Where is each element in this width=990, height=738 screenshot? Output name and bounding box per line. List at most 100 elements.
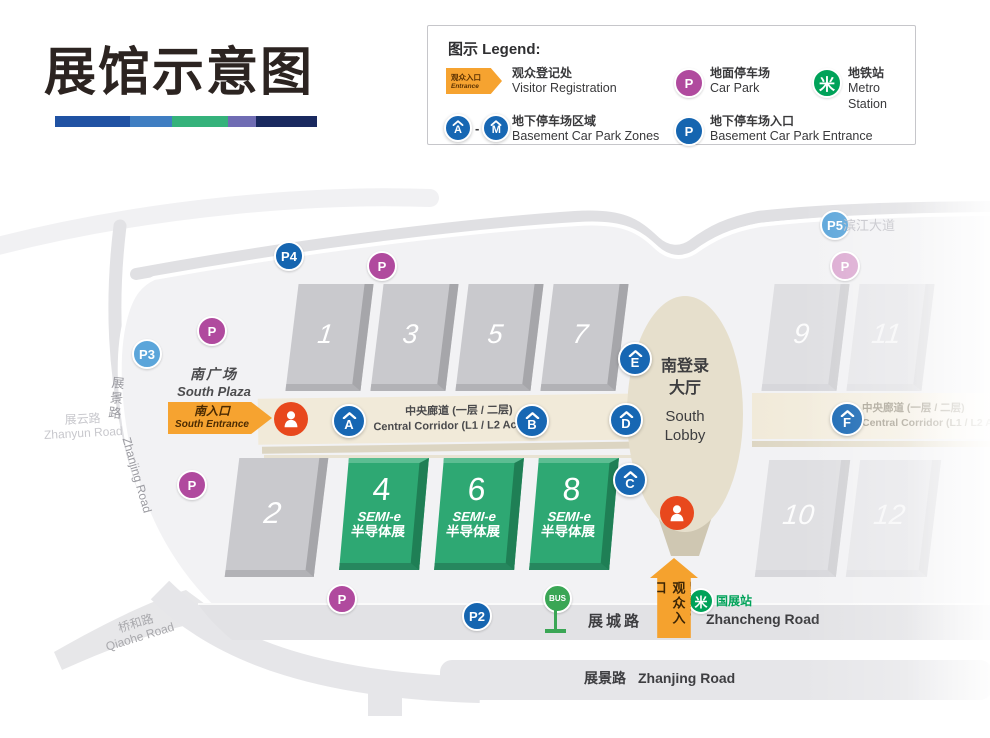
- up-caret-icon: [490, 120, 502, 126]
- parking-p2-badge: P2: [462, 601, 492, 631]
- legend-label-zh: 地铁站: [848, 66, 885, 80]
- entrance-icon-label-zh: 观众入口: [451, 73, 481, 82]
- visitor-entrance-icon: 观众入口 Entrance: [446, 68, 502, 94]
- visitor-registration-marker: [660, 496, 694, 530]
- road-label-en: Zhanjing Road: [638, 670, 736, 686]
- road-stub: [368, 686, 402, 716]
- hall-number: 6: [466, 471, 488, 507]
- car-park-badge: P: [177, 470, 207, 500]
- corridor-label-en: Central Corridor (L1 / L2 Access): [862, 416, 990, 429]
- hall-number: 7: [571, 318, 590, 349]
- hall-number: 2: [262, 497, 283, 530]
- color-bar-segment: [172, 116, 228, 127]
- zone-letter: A: [344, 416, 354, 432]
- hall-12: 12: [845, 460, 942, 577]
- plaza-label-en: South Plaza: [177, 384, 251, 399]
- south-entrance-arrow: 南入口 South Entrance: [168, 402, 272, 434]
- south-entrance-zh: 南入口: [193, 404, 230, 419]
- hall-number: 4: [371, 471, 393, 507]
- color-bar-segment: [130, 116, 172, 127]
- visitor-registration-marker: [274, 402, 308, 436]
- binjiang-avenue-road: [130, 201, 990, 280]
- car-park-icon: P: [674, 68, 704, 98]
- hall-number: 12: [872, 499, 907, 530]
- legend-label-en: Metro Station: [848, 81, 887, 111]
- lobby-label-en: Lobby: [664, 427, 706, 445]
- basement-zone-badge-e: E: [618, 342, 652, 376]
- up-caret-icon: [525, 411, 539, 419]
- metro-station-icon: 米: [812, 68, 842, 98]
- zhanjing-road-south: [440, 660, 990, 700]
- up-caret-icon: [628, 349, 642, 357]
- plaza-label-zh: 南广场: [190, 366, 238, 382]
- color-bar-segment: [228, 116, 256, 127]
- zone-letter: A: [454, 124, 462, 136]
- semi-e-brand: SEMI-e: [451, 508, 497, 524]
- up-caret-icon: [840, 409, 854, 417]
- zone-letter: B: [527, 416, 537, 432]
- parking-p5-badge: P5: [820, 210, 850, 240]
- legend-item-visitor-registration: 观众登记处 Visitor Registration: [512, 66, 617, 97]
- corridor-label-zh: 中央廊道 (一层 / 二层): [405, 404, 513, 418]
- south-lobby: [627, 296, 743, 532]
- bus-stop-icon: BUS: [543, 584, 572, 613]
- hall-1: 1: [285, 284, 374, 391]
- corridor-shadow-line: [264, 455, 656, 458]
- basement-zone-badge-a: A: [332, 404, 366, 438]
- legend-label-zh: 地面停车场: [710, 66, 771, 80]
- zone-letter: F: [843, 414, 851, 430]
- up-caret-icon: [452, 120, 464, 126]
- corridor-east-label: 中央廊道 (一层 / 二层) Central Corridor (L1 / L2…: [862, 401, 990, 430]
- title-color-bar: [55, 116, 317, 127]
- zone-letter: D: [621, 415, 631, 431]
- top-swoosh-road: [0, 188, 439, 255]
- parking-p3-badge: P3: [132, 339, 162, 369]
- page-title: 展馆示意图: [44, 44, 315, 102]
- hall-number: 9: [791, 318, 812, 349]
- hall-number: 5: [486, 318, 505, 349]
- lobby-label-en: South: [665, 407, 705, 425]
- road-label-zhancheng-en: Zhancheng Road: [706, 611, 820, 627]
- hall-number: 3: [401, 318, 420, 349]
- legend-item-basement-zones: 地下停车场区域 Basement Car Park Zones: [512, 114, 659, 145]
- road-label-zhanyun: 展云路 Zhanyun Road: [35, 410, 130, 444]
- south-plaza-label: 南广场 South Plaza: [158, 364, 270, 399]
- legend-label-en: Basement Car Park Zones: [512, 129, 660, 143]
- zone-letter: E: [630, 354, 640, 370]
- zhancheng-road: [198, 604, 990, 640]
- legend-item-car-park: 地面停车场 Car Park: [710, 66, 770, 97]
- entrance-icon-label-en: Entrance: [451, 83, 479, 90]
- semi-e-label-zh: 半导体展: [445, 524, 501, 540]
- hall-number: 1: [316, 318, 335, 349]
- hall-10: 10: [754, 460, 851, 577]
- hall-number: 10: [781, 499, 816, 530]
- up-caret-icon: [623, 470, 637, 478]
- legend-label-zh: 观众登记处: [512, 66, 573, 80]
- lobby-label-zh: 南登录: [660, 358, 709, 375]
- hall-11: 11: [846, 284, 935, 391]
- zone-letter: M: [491, 124, 501, 136]
- basement-zone-m-icon: M: [482, 114, 511, 142]
- legend-item-basement-entrance: 地下停车场入口 Basement Car Park Entrance: [710, 114, 873, 145]
- hall-3: 3: [370, 284, 459, 391]
- hall-6-semi-e: 6 SEMI-e 半导体展: [434, 458, 524, 570]
- up-caret-icon: [342, 411, 356, 419]
- hall-9: 9: [761, 284, 850, 391]
- hall-5: 5: [455, 284, 544, 391]
- hall-7: 7: [540, 284, 629, 391]
- legend-label-en: Visitor Registration: [512, 81, 617, 95]
- metro-station-name: 国展站: [716, 594, 753, 608]
- legend-label-en: Car Park: [710, 81, 760, 95]
- hall-4-semi-e: 4 SEMI-e 半导体展: [339, 458, 429, 570]
- semi-e-brand: SEMI-e: [356, 508, 402, 524]
- up-caret-icon: [619, 410, 633, 418]
- semi-e-label-zh: 半导体展: [540, 524, 596, 540]
- basement-zones-icon-group: A - M: [444, 114, 511, 142]
- color-bar-segment: [256, 116, 317, 127]
- bus-stop-base: [545, 629, 566, 633]
- parking-p4-badge: P4: [274, 241, 304, 271]
- person-icon: [670, 505, 684, 522]
- legend-heading: 图示 Legend:: [448, 41, 541, 58]
- person-icon: [284, 411, 298, 428]
